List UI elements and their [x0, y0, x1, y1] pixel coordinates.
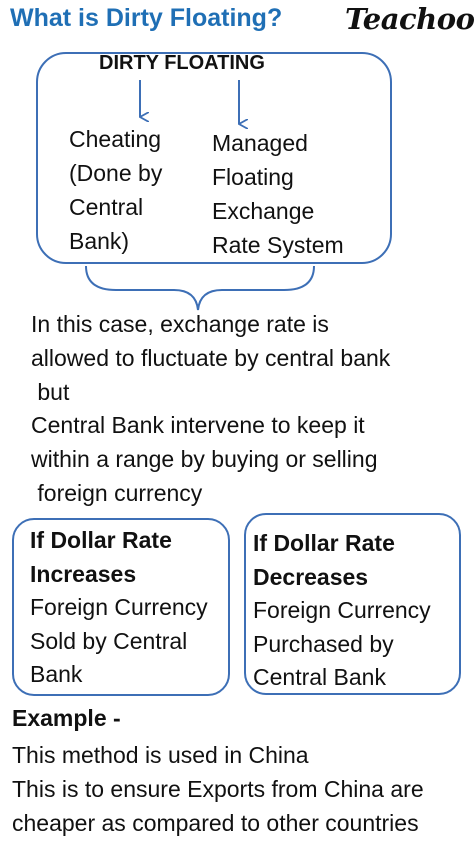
- decrease-case-box: [244, 513, 461, 695]
- page-title: What is Dirty Floating?: [10, 4, 283, 32]
- decrease-body: Foreign Currency: [253, 597, 431, 623]
- increase-body: Bank: [30, 661, 83, 687]
- diagram-heading: DIRTY FLOATING: [99, 52, 265, 74]
- example-line: This method is used in China: [12, 742, 309, 768]
- explanation-line: In this case, exchange rate is: [31, 311, 329, 337]
- decrease-case-text: If Dollar Rate Decreases Foreign Currenc…: [253, 527, 431, 695]
- example-line: This is to ensure Exports from China are: [12, 776, 424, 802]
- managed-line: Rate System: [212, 232, 344, 258]
- managed-line: Managed: [212, 130, 308, 156]
- increase-case-box: [12, 518, 230, 696]
- cheating-line: (Done by: [69, 160, 163, 186]
- dirty-floating-box: [36, 52, 392, 264]
- curly-brace: [85, 265, 315, 311]
- cheating-line: Cheating: [69, 126, 162, 152]
- decrease-body: Central Bank: [253, 664, 386, 690]
- cheating-line: Central: [69, 194, 144, 220]
- increase-body: Foreign Currency: [30, 594, 208, 620]
- explanation-line: but: [31, 378, 70, 405]
- managed-floating-text: Managed Floating Exchange Rate System: [212, 126, 344, 262]
- explanation-line: foreign currency: [31, 479, 203, 506]
- explanation-line: allowed to fluctuate by central bank: [31, 344, 391, 371]
- explanation-line: Central Bank intervene to keep it: [31, 412, 365, 439]
- decrease-heading: Decreases: [253, 563, 369, 590]
- example-heading: Example -: [12, 705, 121, 731]
- explanation-line: within a range by buying or selling: [31, 446, 378, 473]
- managed-line: Exchange: [212, 198, 315, 224]
- example-line: cheaper as compared to other countries: [12, 810, 419, 836]
- increase-heading: If Dollar Rate: [30, 527, 172, 553]
- increase-case-text: If Dollar Rate Increases Foreign Currenc…: [30, 524, 208, 692]
- managed-line: Floating: [212, 164, 294, 190]
- brand-logo: Teachoo: [345, 2, 474, 36]
- decrease-body: Purchased by: [253, 630, 394, 657]
- example-text: This method is used in China This is to …: [12, 738, 424, 840]
- increase-heading: Increases: [30, 560, 137, 587]
- decrease-heading: If Dollar Rate: [253, 530, 395, 556]
- cheating-text: Cheating (Done by Central Bank): [69, 122, 162, 258]
- cheating-line: Bank): [69, 228, 130, 254]
- explanation-text: In this case, exchange rate is allowed t…: [31, 308, 390, 511]
- increase-body: Sold by Central: [30, 627, 188, 654]
